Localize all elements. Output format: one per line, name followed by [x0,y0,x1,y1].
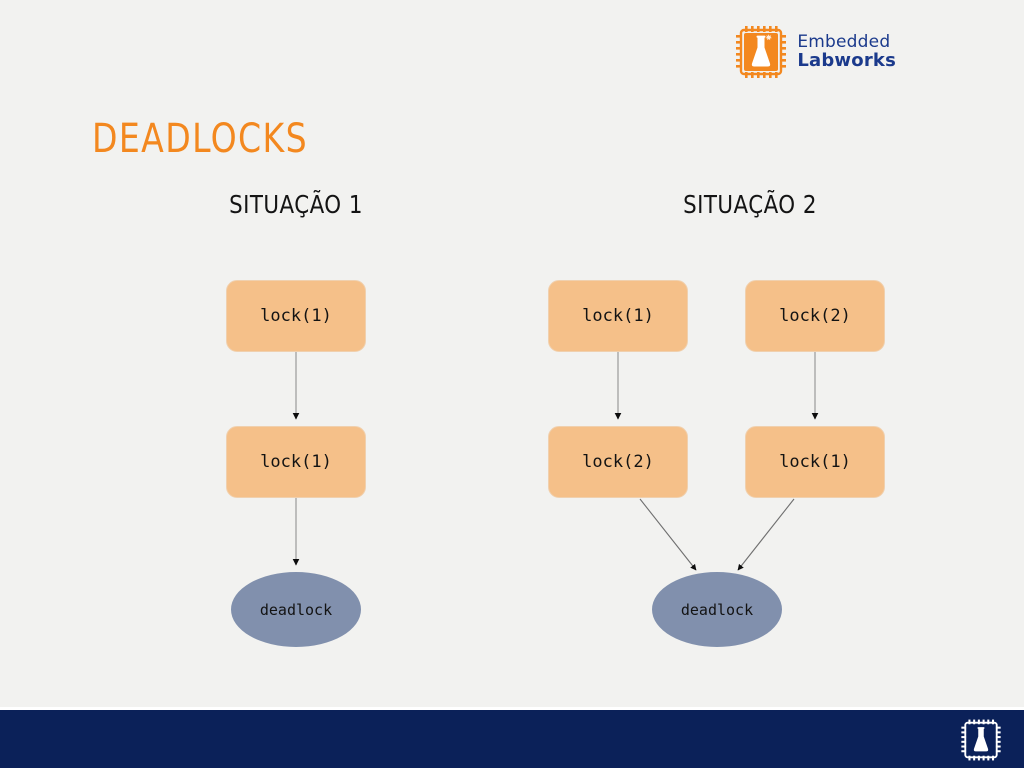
brand-wordmark: Embedded Labworks [797,33,896,71]
footer-divider [0,707,1024,710]
node-s2n5-deadlock[interactable]: deadlock [652,572,782,647]
node-s2n4[interactable]: lock(1) [745,426,885,498]
node-s2n1[interactable]: lock(1) [548,280,688,352]
chip-flask-icon [961,719,1001,761]
node-label: lock(1) [779,452,851,472]
page-title: DEADLOCKS [92,116,309,162]
node-s1n3-deadlock[interactable]: deadlock [231,572,361,647]
situation-1-heading: SITUAÇÃO 1 [229,190,363,219]
diagram-board: SITUAÇÃO 1 lock(1) lock(1) deadlock [0,190,1024,690]
node-label: deadlock [680,600,754,619]
node-s1n1[interactable]: lock(1) [226,280,366,352]
brand-logo: Embedded Labworks [735,24,896,80]
footer-bar [0,710,1024,768]
node-s1n2[interactable]: lock(1) [226,426,366,498]
node-label: lock(2) [779,306,851,326]
node-label: lock(2) [582,452,654,472]
node-s2n3[interactable]: lock(2) [548,426,688,498]
chip-flask-icon [736,26,787,78]
node-label: lock(1) [582,306,654,326]
brand-line-1: Embedded [797,32,891,53]
brand-line-2: Labworks [797,50,896,72]
node-label: deadlock [259,600,333,619]
situation-2-heading: SITUAÇÃO 2 [683,190,817,219]
node-s2n2[interactable]: lock(2) [745,280,885,352]
node-label: lock(1) [260,452,332,472]
node-label: lock(1) [260,306,332,326]
